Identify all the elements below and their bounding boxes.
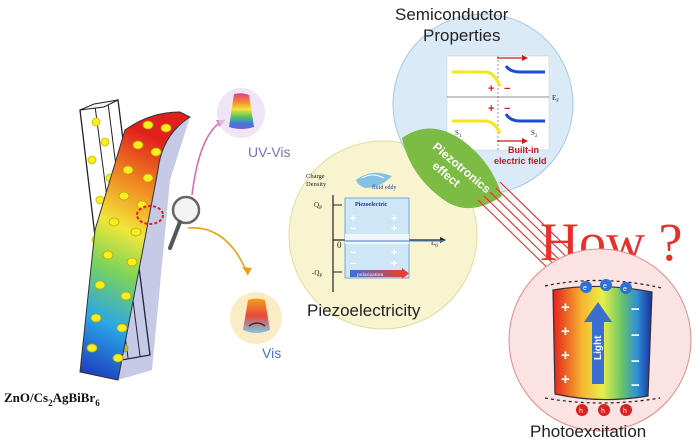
svg-text:+: +	[488, 83, 494, 95]
band-diagram: + − + −	[446, 55, 550, 151]
svg-text:h: h	[579, 408, 583, 415]
polarization-bar	[350, 270, 402, 277]
photo-title: Photoexcitation	[530, 422, 646, 441]
svg-text:−: −	[631, 377, 640, 394]
svg-text:+: +	[391, 258, 397, 270]
perovskite-dots	[86, 120, 172, 363]
svg-text:−: −	[350, 223, 356, 235]
svg-text:+: +	[391, 223, 397, 235]
svg-text:+: +	[488, 103, 494, 115]
composite-gradient-rod	[79, 111, 192, 381]
semiconductor-title: Semiconductor Properties	[395, 5, 513, 45]
svg-text:e: e	[603, 283, 607, 290]
l0-label: L0	[431, 239, 438, 249]
svg-text:−: −	[350, 258, 356, 270]
svg-text:+: +	[350, 213, 356, 225]
svg-text:−: −	[631, 353, 640, 370]
svg-text:+: +	[561, 371, 570, 388]
material-label: ZnO/Cs2AgBiBr6	[4, 390, 100, 408]
s1-label: S1	[455, 129, 462, 139]
svg-text:−: −	[631, 301, 640, 318]
piezotronics-band	[402, 128, 502, 209]
svg-text:Light: Light	[593, 335, 604, 360]
magnifier-icon	[168, 195, 201, 250]
svg-text:e: e	[623, 286, 627, 293]
svg-text:+: +	[561, 323, 570, 340]
piezo-title: Piezoelectricity	[307, 301, 421, 320]
svg-text:h: h	[623, 408, 627, 415]
uv-vis-spectrum-icon	[217, 88, 265, 138]
svg-text:+: +	[561, 299, 570, 316]
photo-plus-charges: + + + +	[561, 299, 570, 388]
piezo-charges-top: ++ −+	[350, 213, 397, 235]
uv-vis-label: UV-Vis	[248, 144, 291, 160]
uv-vis-arrow	[191, 119, 226, 196]
piezo-charges-bottom: − + − +	[350, 247, 397, 270]
zero-label: 0	[337, 240, 342, 250]
svg-text:h: h	[601, 408, 605, 415]
light-arrow: Light	[584, 302, 612, 384]
svg-text:−: −	[631, 327, 640, 344]
vis-spectrum-icon	[230, 292, 282, 344]
builtin-field-label: Built-in electric field	[494, 145, 547, 166]
charge-density-label: Charge Density	[306, 173, 327, 188]
fluid-eddy-label: fluid eddy	[372, 184, 397, 191]
neg-qp-label: -QP	[312, 269, 322, 279]
vis-arrow	[187, 227, 249, 276]
holes: h h h	[576, 404, 632, 416]
s2-label: S2	[531, 129, 538, 139]
svg-text:−: −	[504, 83, 510, 95]
svg-text:e: e	[583, 285, 587, 292]
svg-text:+: +	[391, 213, 397, 225]
photo-minus-charges: − − − −	[631, 301, 640, 394]
svg-text:+: +	[561, 347, 570, 364]
electrons: e e e	[580, 279, 632, 294]
polarization-label: polarization	[357, 272, 384, 278]
vis-label: Vis	[262, 345, 281, 361]
qp-label: QP	[314, 201, 322, 211]
piezoelectric-label: Piezoelectric	[355, 202, 388, 208]
fluid-eddy-icon	[356, 172, 392, 188]
svg-text:+: +	[391, 247, 397, 259]
highlight-region	[136, 205, 164, 225]
ef-label: EF	[552, 94, 559, 104]
svg-text:−: −	[350, 247, 356, 259]
svg-text:−: −	[504, 103, 510, 115]
